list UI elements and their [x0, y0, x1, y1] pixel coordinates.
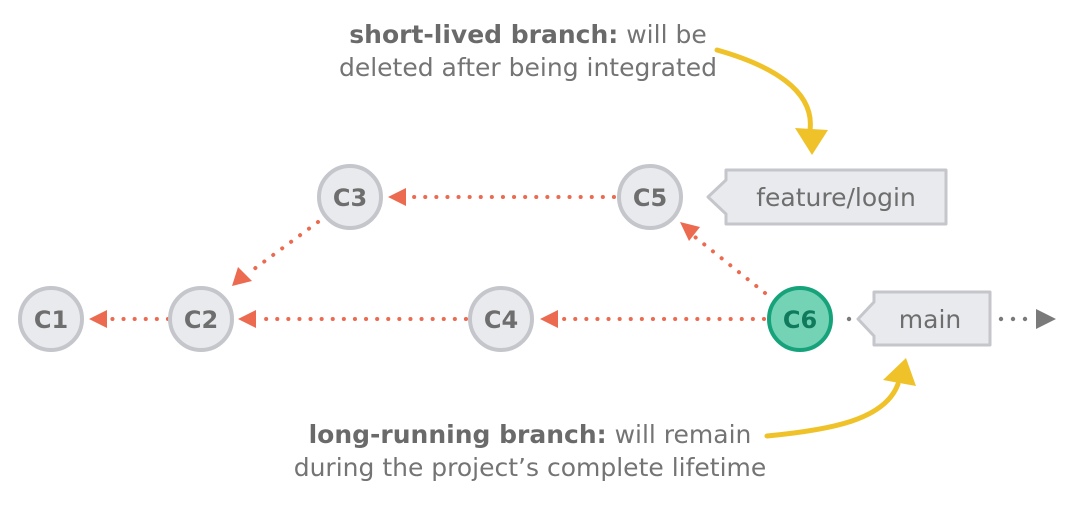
annotation-short-lived: short-lived branch: will be deleted afte… — [318, 18, 738, 84]
annotation-long-running-line2: during the project’s complete lifetime — [293, 453, 767, 482]
link-c6-c5 — [693, 235, 767, 295]
commit-c4-label: C4 — [484, 306, 518, 334]
commit-c3: C3 — [317, 164, 383, 230]
annotation-short-lived-bold: short-lived branch: — [349, 20, 619, 49]
commit-c5: C5 — [617, 164, 683, 230]
commit-c2: C2 — [168, 286, 234, 352]
arrowhead-c1 — [89, 310, 107, 328]
commit-c5-label: C5 — [633, 184, 667, 212]
commit-c2-label: C2 — [184, 306, 218, 334]
commit-c1-label: C1 — [34, 306, 68, 334]
commit-c4: C4 — [468, 286, 534, 352]
commit-c3-label: C3 — [333, 184, 367, 212]
arrowhead-c3 — [388, 188, 406, 206]
commit-c1: C1 — [18, 286, 84, 352]
arrowhead-c2-from-c4 — [238, 310, 256, 328]
pointer-arrow-long-running — [764, 358, 916, 439]
annotation-long-running-bold: long-running branch: — [308, 420, 607, 449]
commit-c6-head: C6 — [767, 286, 833, 352]
commit-links — [104, 195, 767, 321]
annotation-short-lived-line2: deleted after being integrated — [338, 53, 717, 82]
annotation-short-lived-line1: short-lived branch: will be — [318, 18, 738, 51]
pointer-arrow-short-lived — [714, 47, 828, 155]
arrowhead-c4 — [540, 310, 558, 328]
branch-label-main: main — [856, 290, 992, 347]
commit-c6-label: C6 — [783, 306, 817, 334]
commit-link-arrowheads — [89, 188, 700, 328]
branch-label-feature: feature/login — [706, 168, 948, 226]
annotation-long-running-line1: long-running branch: will remain — [270, 418, 790, 451]
arrowhead-c2-from-c3 — [232, 267, 252, 286]
branch-label-feature-text: feature/login — [756, 183, 916, 212]
arrowhead-c5 — [680, 222, 700, 241]
annotation-short-lived-rest: will be — [618, 20, 707, 49]
main-continuation-arrow — [998, 309, 1056, 329]
link-c3-c2 — [248, 220, 320, 274]
annotation-long-running: long-running branch: will remain during … — [270, 418, 790, 484]
main-connector — [846, 316, 852, 322]
annotation-long-running-rest: will remain — [606, 420, 752, 449]
continuation-arrowhead — [1036, 309, 1056, 329]
branch-label-main-text: main — [899, 305, 961, 334]
